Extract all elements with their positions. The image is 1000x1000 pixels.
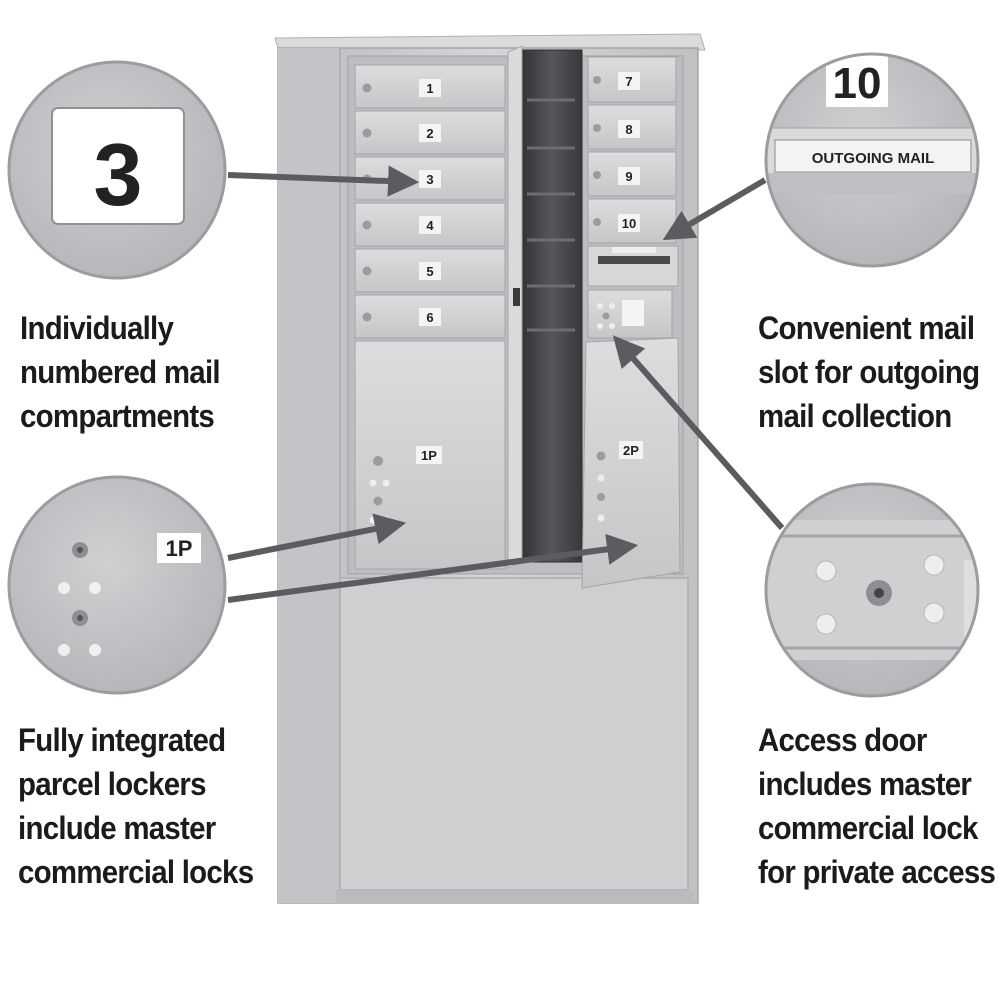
access-door[interactable]: [587, 289, 673, 339]
outgoing-mail-slot[interactable]: [587, 245, 679, 287]
compartment-number: 8: [625, 122, 632, 137]
compartment-number: 7: [625, 74, 632, 89]
outgoing-mail-label: OUTGOING MAIL: [812, 150, 935, 167]
caption-line: Access door: [758, 722, 927, 758]
compartment-number: 6: [426, 310, 433, 325]
compartment-door[interactable]: 8: [587, 104, 677, 150]
compartment-number: 9: [625, 169, 632, 184]
caption-numbered-compartments: Individually numbered mail compartments: [20, 306, 221, 438]
caption-line: compartments: [20, 398, 215, 434]
compartment-number: 1: [426, 81, 433, 96]
compartment-number: 4: [426, 218, 434, 233]
caption-line: for private access: [758, 854, 996, 890]
compartment-door[interactable]: 7: [587, 56, 677, 103]
compartment-number: 3: [426, 172, 433, 187]
arrow-to-parcel-2p: [227, 533, 639, 603]
zoom-parcel-label: 1P: [166, 536, 193, 561]
caption-line: mail collection: [758, 398, 952, 434]
parcel-locker-2p[interactable]: 2P: [581, 337, 681, 589]
parcel-locker-number: 1P: [421, 448, 437, 463]
caption-line: slot for outgoing: [758, 354, 980, 390]
pedestal-panel: [339, 577, 689, 891]
compartment-number: 5: [426, 264, 433, 279]
open-master-door[interactable]: [507, 45, 583, 569]
compartment-door[interactable]: 2: [354, 110, 506, 155]
callout-arrows: [227, 165, 785, 603]
compartment-number: 2: [426, 126, 433, 141]
caption-line: commercial lock: [758, 810, 978, 846]
zoom-compartment-number: 3: [94, 125, 143, 224]
arrow-to-compartment-3: [227, 165, 420, 197]
arrow-to-outgoing-slot: [662, 177, 767, 241]
compartment-door[interactable]: 1: [354, 64, 506, 109]
compartment-door[interactable]: 6: [354, 294, 506, 339]
caption-parcel-lockers: Fully integrated parcel lockers include …: [18, 718, 254, 894]
compartment-door[interactable]: 9: [587, 151, 677, 197]
compartment-door[interactable]: 10: [587, 198, 677, 244]
caption-line: numbered mail: [20, 354, 221, 390]
compartment-door[interactable]: 4: [354, 202, 506, 247]
zoom-circle-outgoing: 10 OUTGOING MAIL: [764, 52, 980, 268]
caption-line: Fully integrated: [18, 722, 226, 758]
zoom-circle-parcel: 1P: [7, 475, 227, 695]
caption-line: commercial locks: [18, 854, 254, 890]
caption-line: Individually: [20, 310, 174, 346]
arrow-to-access-door: [612, 335, 785, 530]
right-compartment-column: 7 8 9 10: [587, 56, 679, 339]
parcel-locker-number: 2P: [623, 443, 639, 458]
parcel-locker-1p[interactable]: 1P: [354, 340, 506, 570]
caption-line: parcel lockers: [18, 766, 206, 802]
caption-line: include master: [18, 810, 216, 846]
arrow-to-parcel-1p: [227, 513, 407, 561]
caption-outgoing-mail: Convenient mail slot for outgoing mail c…: [758, 306, 980, 438]
caption-access-door: Access door includes master commercial l…: [758, 718, 996, 894]
zoom-circle-numbered: 3: [7, 60, 227, 280]
caption-line: includes master: [758, 766, 972, 802]
caption-line: Convenient mail: [758, 310, 975, 346]
zoom-circle-access: [764, 482, 980, 698]
zoom-compartment-number: 10: [833, 59, 882, 108]
compartment-number: 10: [622, 216, 636, 231]
compartment-door[interactable]: 5: [354, 248, 506, 293]
